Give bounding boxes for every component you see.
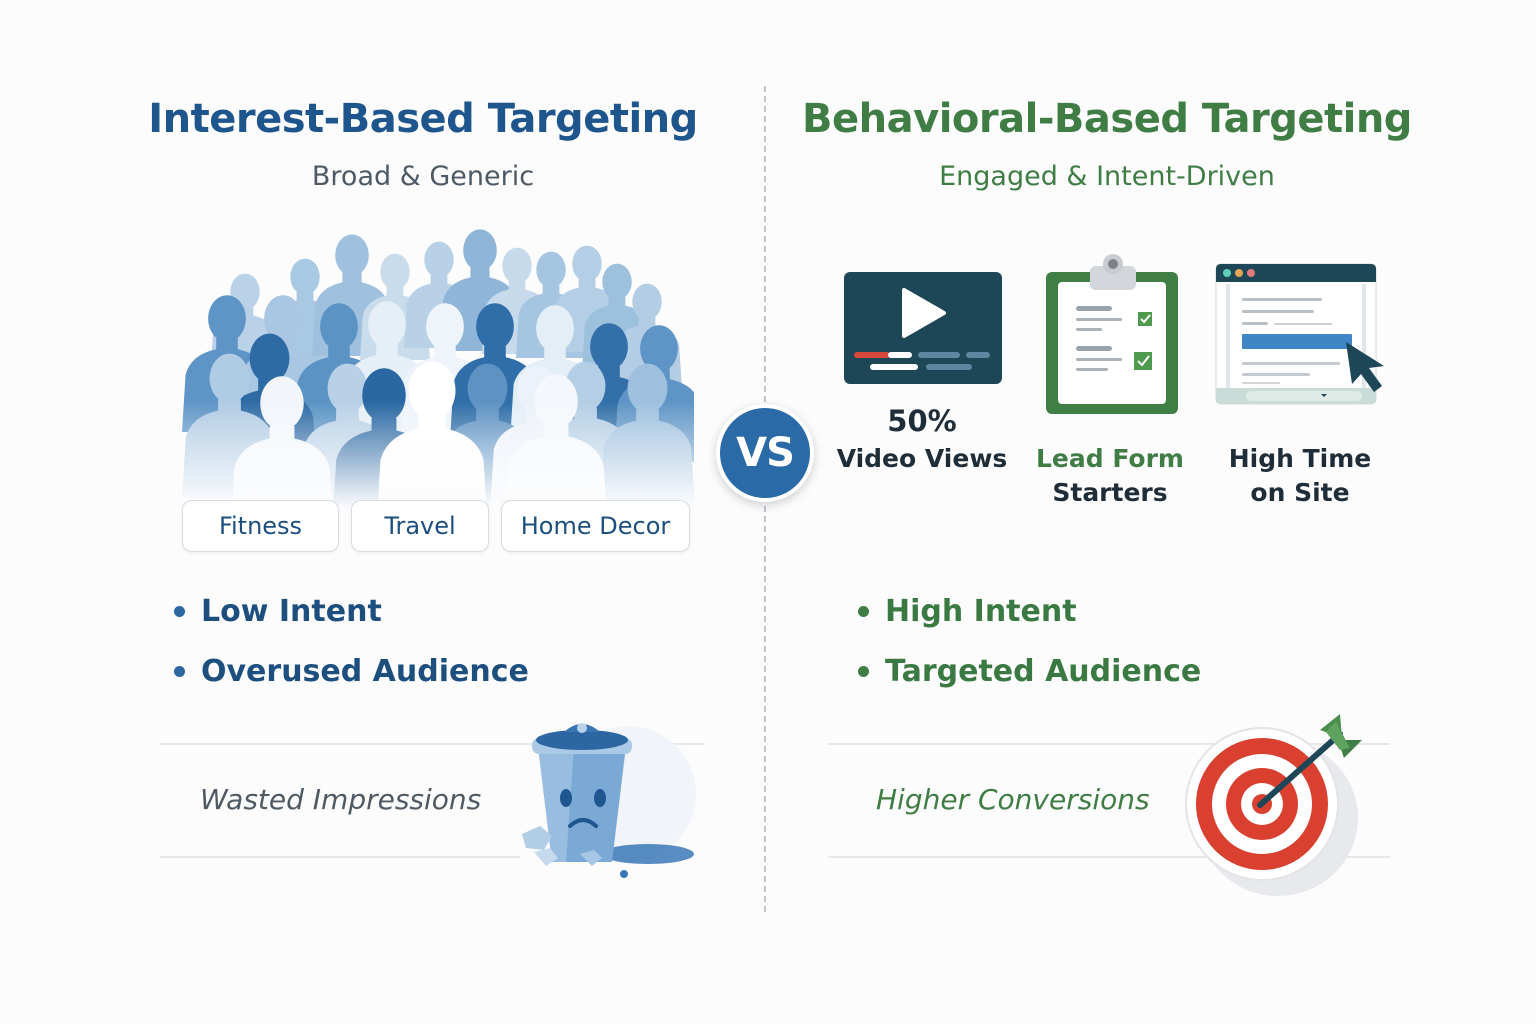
bullet-text: Low Intent [201,594,382,629]
right-outcome-text: Higher Conversions [876,783,1150,816]
bullet-targeted-audience: Targeted Audience [858,654,1201,689]
metric-lead-form-line2: Starters [1052,478,1168,507]
video-player-icon [844,272,1002,384]
right-subtitle: Engaged & Intent-Driven [939,161,1275,192]
vs-badge: VS [716,404,814,502]
interest-tag-fitness: Fitness [182,500,339,552]
metric-time-on-site-line2: on Site [1250,478,1350,507]
bullet-dot [858,606,869,617]
right-top-rule [828,743,1390,745]
clipboard-form-icon [1046,254,1178,414]
bullet-dot [174,606,185,617]
interest-tag-travel: Travel [351,500,489,552]
bullet-high-intent: High Intent [858,594,1077,629]
bullet-text: High Intent [885,594,1077,629]
bullet-text: Targeted Audience [885,654,1202,689]
metric-lead-form-line1: Lead Form [1036,444,1184,473]
target-bullseye-arrow-icon [1185,714,1362,896]
bullet-dot [174,666,185,677]
left-top-rule [160,743,704,745]
sad-trash-bucket-icon [522,723,696,878]
interest-tag-home-decor: Home Decor [501,500,690,552]
metric-video-views-value: 50% [887,404,957,438]
browser-window-cursor-icon [1215,263,1384,405]
right-title: Behavioral-Based Targeting [802,96,1412,142]
crowd-illustration [182,228,694,508]
bullet-low-intent: Low Intent [174,594,382,629]
left-outcome-text: Wasted Impressions [200,783,482,816]
bullet-dot [858,666,869,677]
bullet-text: Overused Audience [201,654,529,689]
left-bottom-rule [160,856,520,858]
bullet-overused-audience: Overused Audience [174,654,529,689]
right-bottom-rule [828,856,1390,858]
left-title: Interest-Based Targeting [148,96,698,142]
metric-time-on-site-line1: High Time [1228,444,1372,473]
left-subtitle: Broad & Generic [311,161,535,192]
metric-video-views-label: Video Views [836,444,1008,473]
